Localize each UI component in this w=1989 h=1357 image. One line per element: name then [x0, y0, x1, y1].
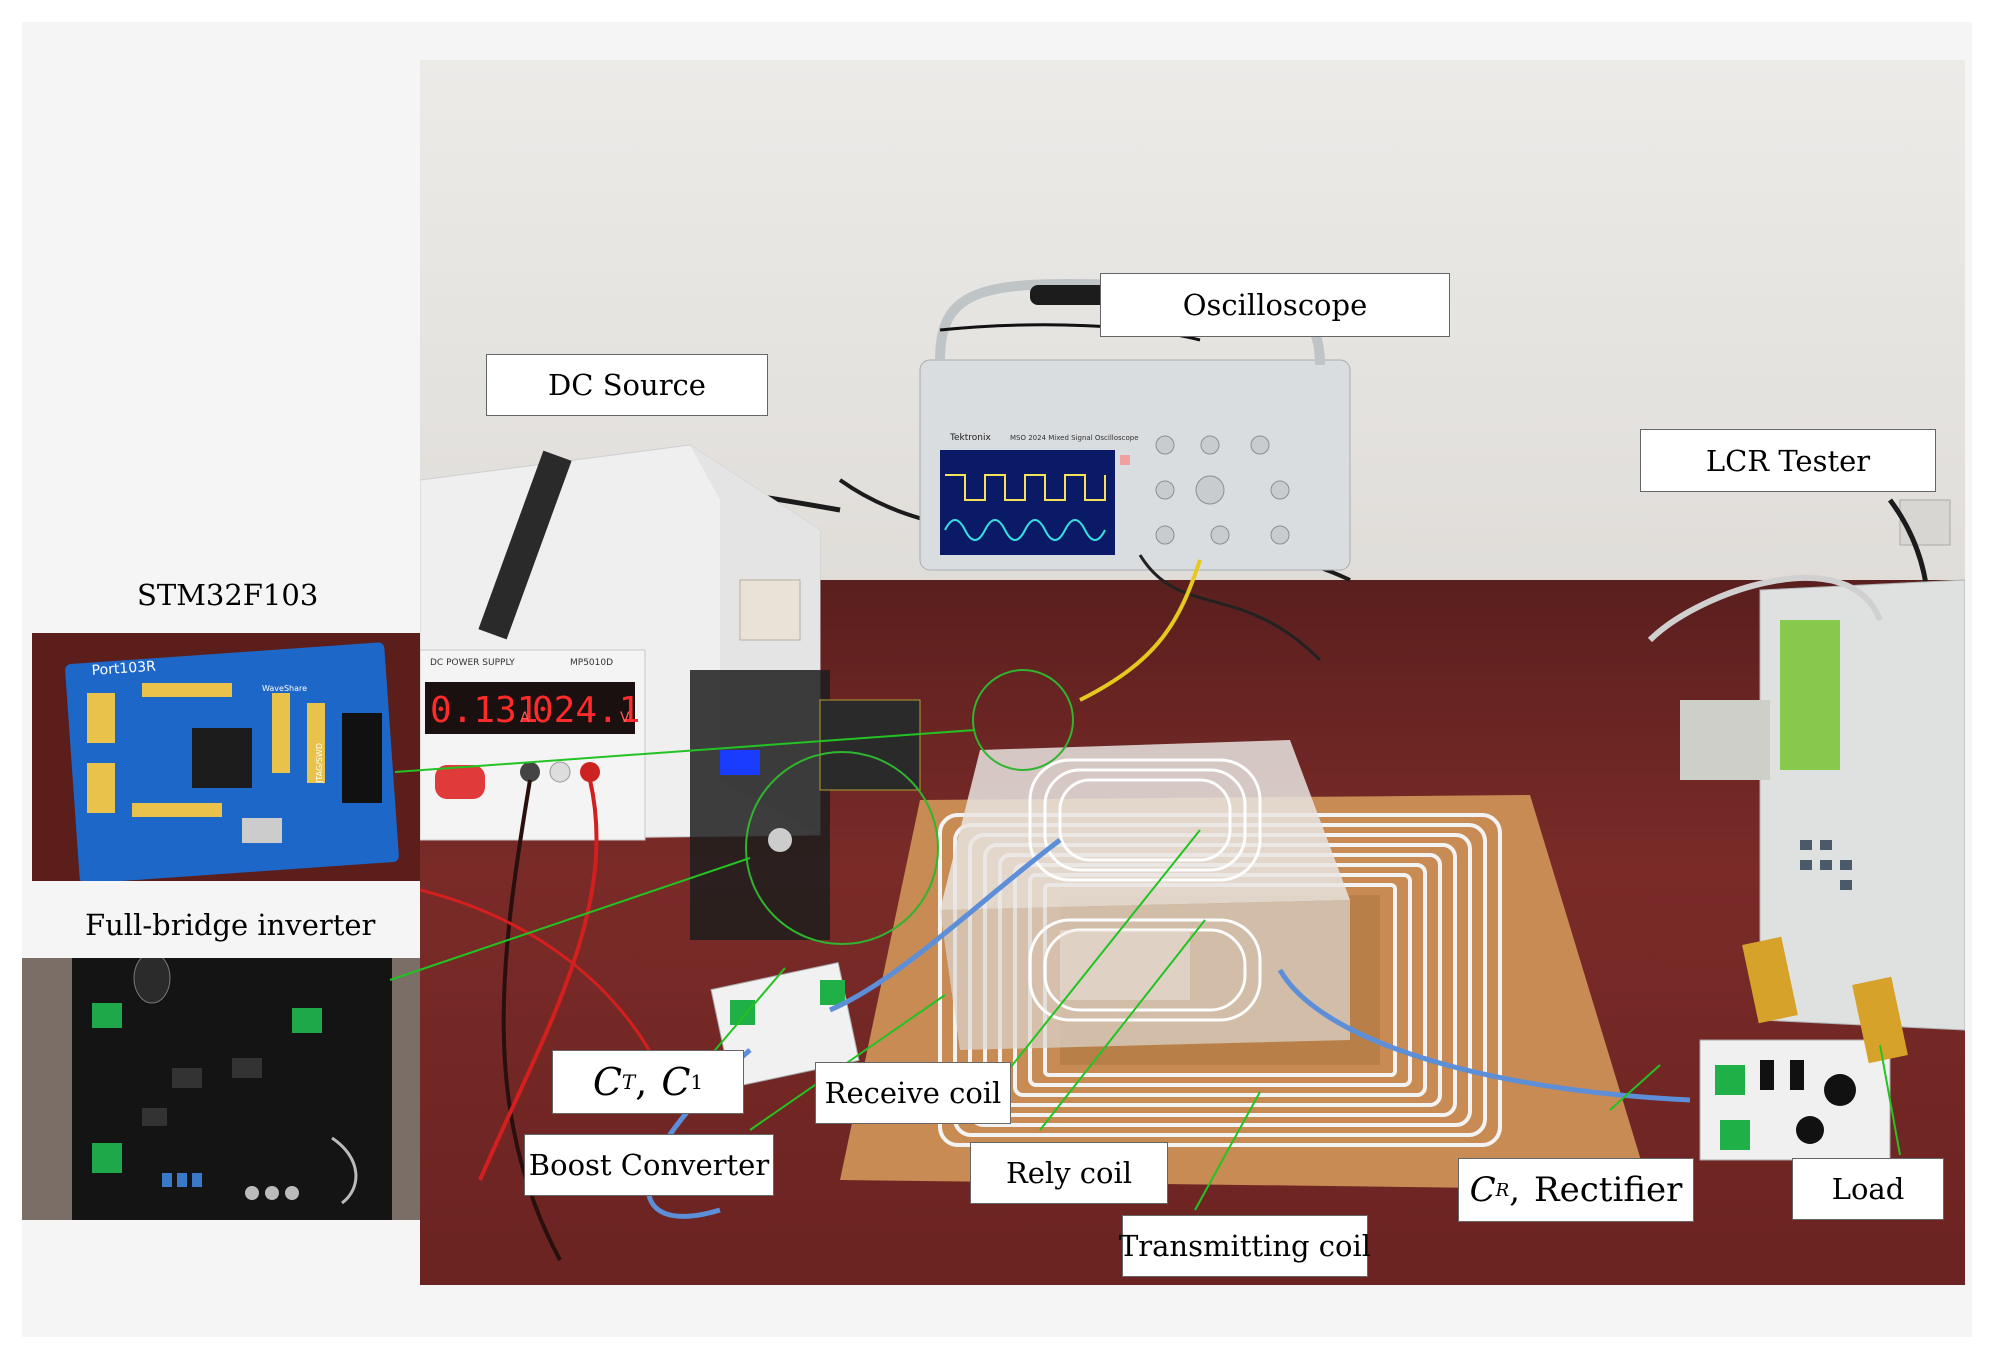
c1-subscript: 1 [690, 1070, 704, 1094]
lab-equipment-drawing: 0.131 A 024.1 V DC POWER SUPPLY MP5010D … [420, 278, 1965, 1261]
psu-current-readout: 0.131 [430, 690, 538, 731]
stm32-highlight-circle [972, 669, 1074, 771]
rectifier-text: Rectifier [1534, 1170, 1683, 1210]
psu-voltage-unit: V [620, 710, 630, 726]
receive-coil-label: Receive coil [815, 1062, 1011, 1124]
load-label: Load [1792, 1158, 1944, 1220]
acrylic-coil-stack [940, 740, 1350, 1050]
boost-converter-label: Boost Converter [524, 1134, 774, 1196]
inverter-pointer-line [389, 857, 751, 981]
psu-current-unit: A [520, 710, 530, 726]
oscilloscope-label: Oscilloscope [1100, 273, 1450, 337]
stm32-label: STM32F103 [137, 578, 319, 612]
lcr-tester-label: LCR Tester [1640, 429, 1936, 492]
stm32-board-photo: Port103R WaveShare JTAG/SWD [32, 633, 420, 881]
stm32-board-jtag: JTAG/SWD [315, 743, 324, 784]
scope-brand-label: Tektronix [949, 433, 991, 443]
psu-model-label: MP5010D [570, 658, 613, 668]
dc-source-label: DC Source [486, 354, 768, 416]
scope-model-label: MSO 2024 Mixed Signal Oscilloscope [1010, 434, 1139, 442]
load-pointer-line [1879, 1044, 1901, 1156]
full-bridge-board-drawing [72, 958, 392, 1220]
receive-coil-pointer-line [1009, 829, 1201, 1069]
ct-subscript: T [621, 1070, 636, 1094]
transmitting-coil-label: Transmitting coil [1119, 1215, 1371, 1277]
lab-setup-photo: 0.131 A 024.1 V DC POWER SUPPLY MP5010D … [420, 60, 1965, 1285]
c1-symbol: C [661, 1060, 691, 1104]
inverter-highlight-circle [745, 751, 939, 945]
cr-symbol: C [1469, 1170, 1496, 1210]
lcr-tester-device [1680, 579, 1965, 1031]
psu-brand-label: DC POWER SUPPLY [430, 658, 515, 668]
psu-voltage-readout: 024.1 [532, 690, 640, 731]
ct-separator: , [635, 1060, 648, 1104]
cr-subscript: R [1495, 1179, 1510, 1201]
stm32-pointer-line [394, 729, 976, 773]
rectifier-pointer-line [1609, 1064, 1661, 1111]
cr-separator: , [1509, 1170, 1521, 1210]
full-bridge-inverter-photo [22, 958, 420, 1220]
stm32-board-name: Port103R [91, 659, 156, 679]
rely-coil-label: Rely coil [970, 1142, 1168, 1204]
full-bridge-label: Full-bridge inverter [85, 908, 376, 942]
stm32-board-brand: WaveShare [262, 684, 307, 693]
ct-symbol: C [592, 1060, 622, 1104]
stm32-board-drawing: Port103R WaveShare JTAG/SWD [65, 642, 399, 881]
rely-coil-pointer-line [1039, 919, 1206, 1131]
transmitting-coil-pointer-line [1194, 1091, 1261, 1211]
